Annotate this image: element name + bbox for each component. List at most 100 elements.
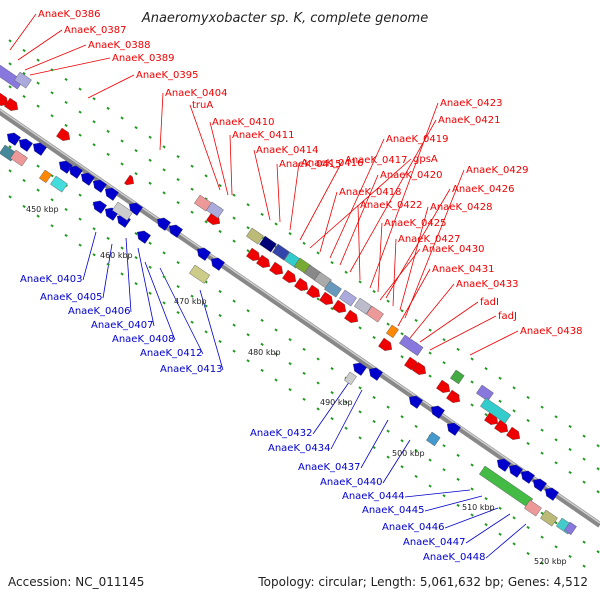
forward-gene-arrow — [344, 309, 359, 323]
leader-line — [404, 169, 465, 319]
leader-line — [465, 513, 511, 544]
gene-label: AnaeK_0446 — [382, 522, 444, 533]
guide-dot — [92, 143, 96, 147]
gene-label: AnaeK_0429 — [466, 165, 528, 176]
guide-dot — [330, 260, 334, 265]
guide-dot — [204, 304, 208, 308]
guide-dot — [36, 188, 40, 192]
topology-text: Topology: circular; Length: 5,061,632 bp… — [258, 575, 588, 589]
guide-dot — [330, 306, 334, 311]
guide-dot — [162, 301, 166, 305]
guide-dot — [400, 355, 404, 359]
leader-line — [379, 248, 421, 301]
guide-dot — [428, 328, 432, 332]
reverse-gene-arrow — [352, 362, 367, 376]
leader-line — [349, 119, 437, 273]
feature-block — [189, 264, 211, 284]
gene-label: fadI — [480, 297, 499, 308]
forward-gene-arrow — [256, 254, 271, 268]
guide-dot — [344, 426, 348, 430]
guide-dot — [358, 410, 362, 414]
guide-dot — [596, 444, 600, 448]
guide-dot — [456, 347, 460, 351]
reverse-gene-arrow — [92, 200, 107, 214]
guide-dot — [204, 174, 208, 178]
guide-dot — [442, 361, 446, 365]
guide-dot — [540, 561, 544, 565]
guide-dot — [64, 233, 68, 238]
guide-dot — [134, 282, 138, 286]
gene-label: AnaeK_0395 — [136, 70, 198, 81]
guide-dot — [260, 342, 264, 346]
guide-dot — [22, 204, 26, 209]
guide-dot — [414, 424, 418, 429]
guide-dot — [316, 407, 320, 411]
guide-dot — [36, 214, 40, 218]
gene-label: AnaeK_0413 — [160, 364, 222, 375]
guide-dot — [358, 326, 362, 330]
reverse-gene-arrow — [156, 217, 171, 231]
reverse-gene-arrow — [446, 422, 461, 436]
reverse-gene-arrow — [196, 247, 211, 261]
guide-dot — [190, 164, 194, 168]
feature-block — [50, 175, 68, 193]
kbp-tick-label: 470 kbp — [174, 297, 207, 306]
guide-dot — [8, 62, 12, 66]
guide-dot — [64, 207, 68, 212]
leader-line — [276, 163, 281, 223]
leader-line — [189, 104, 221, 191]
guide-dot — [148, 135, 152, 139]
reverse-gene-arrow — [18, 138, 33, 152]
guide-dot — [50, 68, 54, 72]
leader-line — [392, 238, 397, 307]
guide-dot — [176, 284, 180, 289]
gene-label: AnaeK_0430 — [422, 244, 484, 255]
accession-text: Accession: NC_011145 — [8, 575, 145, 589]
forward-gene-arrow — [269, 261, 284, 275]
kbp-tick-label: 450 kbp — [26, 205, 59, 214]
guide-dot — [456, 453, 460, 457]
leader-line — [309, 158, 412, 249]
reverse-gene-arrow — [496, 458, 511, 472]
gene-label: AnaeK_0427 — [398, 234, 460, 245]
guide-dot — [442, 468, 446, 472]
feature-block — [344, 371, 357, 386]
reverse-gene-arrow — [532, 478, 547, 492]
leader-line — [444, 507, 499, 529]
guide-dot — [540, 535, 544, 539]
leader-line — [102, 243, 113, 299]
reverse-gene-arrow — [210, 257, 225, 271]
forward-gene-arrow — [446, 389, 461, 403]
guide-dot — [540, 511, 544, 515]
guide-dot — [302, 397, 306, 401]
leader-line — [144, 261, 176, 341]
feature-block — [354, 297, 372, 315]
guide-dot — [470, 513, 474, 517]
guide-dot — [78, 243, 82, 247]
leader-line — [253, 149, 271, 221]
guide-dot — [50, 198, 54, 202]
guide-dot — [372, 289, 376, 294]
guide-dot — [162, 168, 166, 172]
guide-dot — [274, 378, 278, 382]
guide-dot — [274, 352, 278, 356]
guide-dot — [470, 357, 474, 361]
map-title: Anaeromyxobacter sp. K, complete genome — [141, 11, 428, 26]
gene-label: AnaeK_0420 — [380, 170, 442, 181]
gene-label: AnaeK_0412 — [140, 348, 202, 359]
guide-dot — [484, 497, 488, 501]
guide-dot — [288, 388, 292, 392]
gene-label: AnaeK_0448 — [423, 552, 485, 563]
reverse-gene-arrow — [32, 142, 47, 156]
guide-dot — [78, 110, 82, 114]
gene-labels: AnaeK_0386AnaeK_0387AnaeK_0388AnaeK_0389… — [20, 9, 582, 563]
guide-dot — [50, 114, 54, 118]
guide-dot — [106, 236, 110, 240]
feature-block — [272, 243, 290, 261]
guide-dot — [372, 419, 376, 424]
guide-dot — [50, 91, 54, 95]
guide-dot — [36, 104, 40, 108]
guide-dot — [134, 256, 138, 260]
guide-dot — [582, 434, 586, 438]
guide-dot — [330, 366, 334, 371]
